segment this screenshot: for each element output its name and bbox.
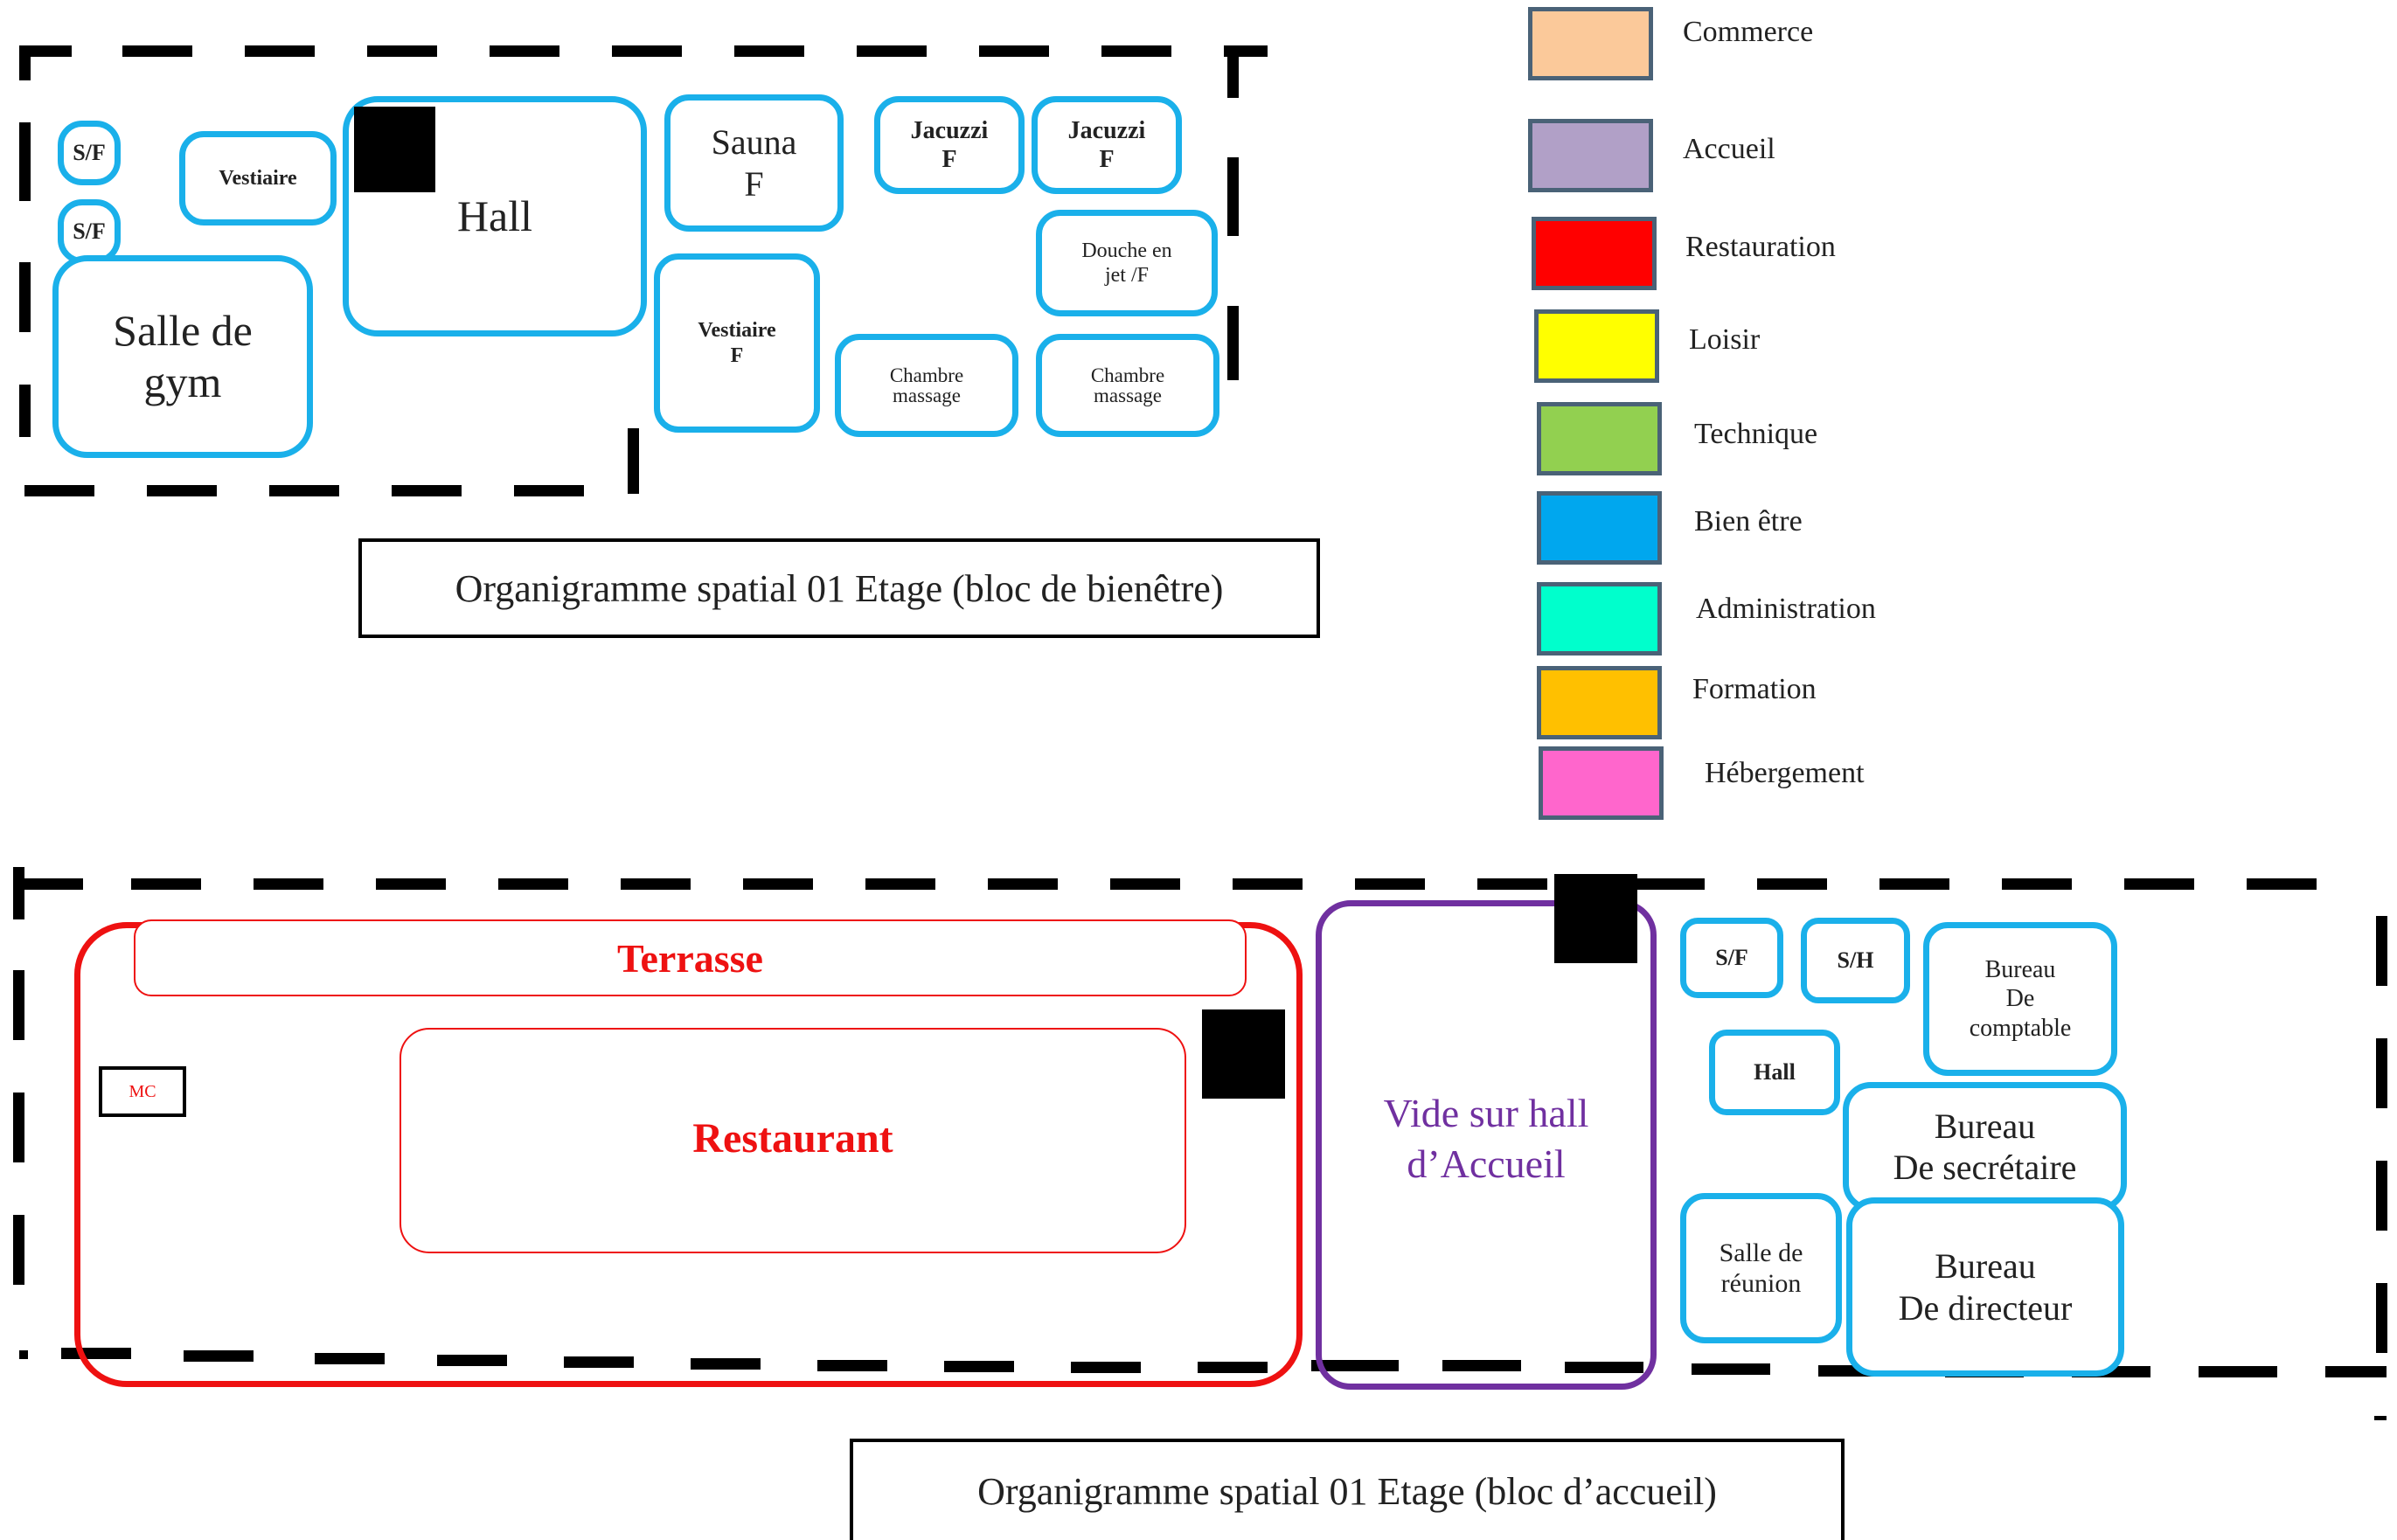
- legend-swatch-hebergement: [1539, 746, 1664, 820]
- room-chambre-massage-1: Chambre massage: [835, 334, 1018, 437]
- room-vestiaire: Vestiaire: [179, 131, 337, 225]
- legend-swatch-restauration: [1532, 217, 1657, 290]
- room-hall: Hall: [343, 96, 647, 336]
- room-jacuzzi-1: Jacuzzi F: [874, 96, 1025, 194]
- legend-label-administration: Administration: [1696, 593, 1876, 625]
- legend-swatch-loisir: [1534, 309, 1659, 383]
- terrasse-area: [134, 919, 1247, 996]
- legend-label-restauration: Restauration: [1685, 231, 1836, 263]
- room-bureau-secretaire: Bureau De secrétaire: [1843, 1082, 2127, 1211]
- mc-box: MC: [99, 1066, 186, 1117]
- vertical-circulation-block: [354, 107, 435, 192]
- room-salle-de-gym: Salle de gym: [52, 255, 313, 458]
- room-bureau-comptable: Bureau De comptable: [1923, 922, 2117, 1076]
- room-sf-1: S/F: [58, 121, 121, 185]
- legend-swatch-administration: [1537, 582, 1662, 656]
- legend-label-hebergement: Hébergement: [1705, 757, 1865, 789]
- legend-swatch-bien-etre: [1537, 491, 1662, 565]
- room-vestiaire-f: Vestiaire F: [654, 253, 820, 433]
- restaurant-area: [400, 1028, 1186, 1253]
- room-bureau-directeur: Bureau De directeur: [1846, 1197, 2124, 1377]
- legend-swatch-formation: [1537, 666, 1662, 739]
- vide-sur-hall-label: Vide sur hall d’Accueil: [1383, 1091, 1589, 1186]
- mc-label: MC: [129, 1081, 156, 1101]
- room-sh: S/H: [1801, 918, 1910, 1003]
- legend-swatch-accueil: [1528, 119, 1653, 192]
- legend-label-accueil: Accueil: [1683, 133, 1775, 165]
- legend-label-bien-etre: Bien être: [1694, 505, 1803, 538]
- room-hall-admin: Hall: [1709, 1030, 1840, 1115]
- legend-swatch-technique: [1537, 402, 1662, 475]
- room-douche-en-jet: Douche en jet /F: [1036, 210, 1218, 316]
- room-sf-2: S/F: [58, 199, 121, 264]
- terrasse-label: Terrasse: [617, 936, 763, 981]
- restaurant-label: Restaurant: [692, 1115, 893, 1162]
- legend-label-formation: Formation: [1692, 673, 1817, 705]
- caption-top: Organigramme spatial 01 Etage (bloc de b…: [358, 538, 1320, 638]
- vertical-circulation-block-restaurant: [1202, 1009, 1285, 1099]
- legend-label-loisir: Loisir: [1689, 323, 1761, 356]
- room-salle-de-reunion: Salle de réunion: [1680, 1193, 1842, 1343]
- caption-bottom: Organigramme spatial 01 Etage (bloc d’ac…: [850, 1439, 1845, 1540]
- vertical-circulation-block-accueil: [1554, 874, 1637, 963]
- vide-sur-hall-zone: [1316, 900, 1657, 1390]
- legend-label-commerce: Commerce: [1683, 16, 1814, 48]
- room-chambre-massage-2: Chambre massage: [1036, 334, 1219, 437]
- room-sauna: Sauna F: [664, 94, 844, 232]
- legend-label-technique: Technique: [1694, 418, 1818, 450]
- room-jacuzzi-2: Jacuzzi F: [1032, 96, 1182, 194]
- legend-swatch-commerce: [1528, 7, 1653, 80]
- room-sf: S/F: [1680, 918, 1783, 998]
